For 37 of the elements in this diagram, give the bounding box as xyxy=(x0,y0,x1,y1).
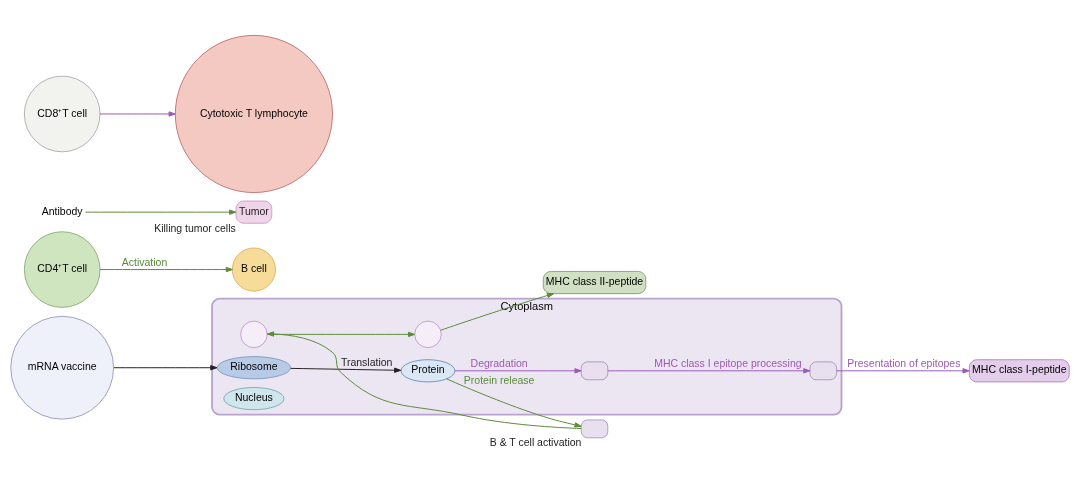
edge-label: Activation xyxy=(121,256,168,268)
node-circle: CD4⁺T cell xyxy=(24,230,101,308)
node-circle xyxy=(414,320,442,348)
node-circle xyxy=(240,320,268,348)
node-box xyxy=(580,419,609,438)
node-text: Antibody xyxy=(41,205,83,217)
node-ellipse: Protein xyxy=(400,358,456,382)
node-box: Tumor xyxy=(235,200,273,224)
arrow xyxy=(836,367,970,373)
arrow xyxy=(99,110,176,117)
node-box: MHC class I-peptide xyxy=(969,358,1070,382)
node-box: MHC class II-peptide xyxy=(543,270,647,294)
arrow xyxy=(446,377,582,427)
node-circle: B cell xyxy=(232,247,276,291)
arrow xyxy=(290,367,402,373)
node-circle: Cytotoxic T lymphocyte xyxy=(175,34,333,193)
arrow xyxy=(84,209,237,215)
arrow xyxy=(99,266,233,272)
arrow xyxy=(266,331,416,337)
node-label: Killing tumor cells xyxy=(154,222,236,234)
node-circle: CD8⁺T cell xyxy=(24,75,101,152)
edge-label: Translation xyxy=(340,356,393,368)
arrow xyxy=(113,364,218,370)
edge-label: Presentation of epitopes xyxy=(847,357,961,369)
edge-label: Degradation xyxy=(470,357,528,369)
arrow xyxy=(454,367,582,373)
node-ellipse: Nucleus xyxy=(223,386,285,410)
edge-label: Protein release xyxy=(463,374,535,386)
node-box xyxy=(580,361,609,380)
edge-label: MHC class I epitope processing xyxy=(654,357,802,369)
arrow xyxy=(266,330,582,429)
node-circle: mRNA vaccine xyxy=(10,315,114,419)
node-box xyxy=(809,361,837,380)
node-ellipse: Ribosome xyxy=(216,355,291,379)
node-label: B & T cell activation xyxy=(489,436,582,448)
arrow xyxy=(440,292,554,331)
arrow xyxy=(607,367,811,373)
